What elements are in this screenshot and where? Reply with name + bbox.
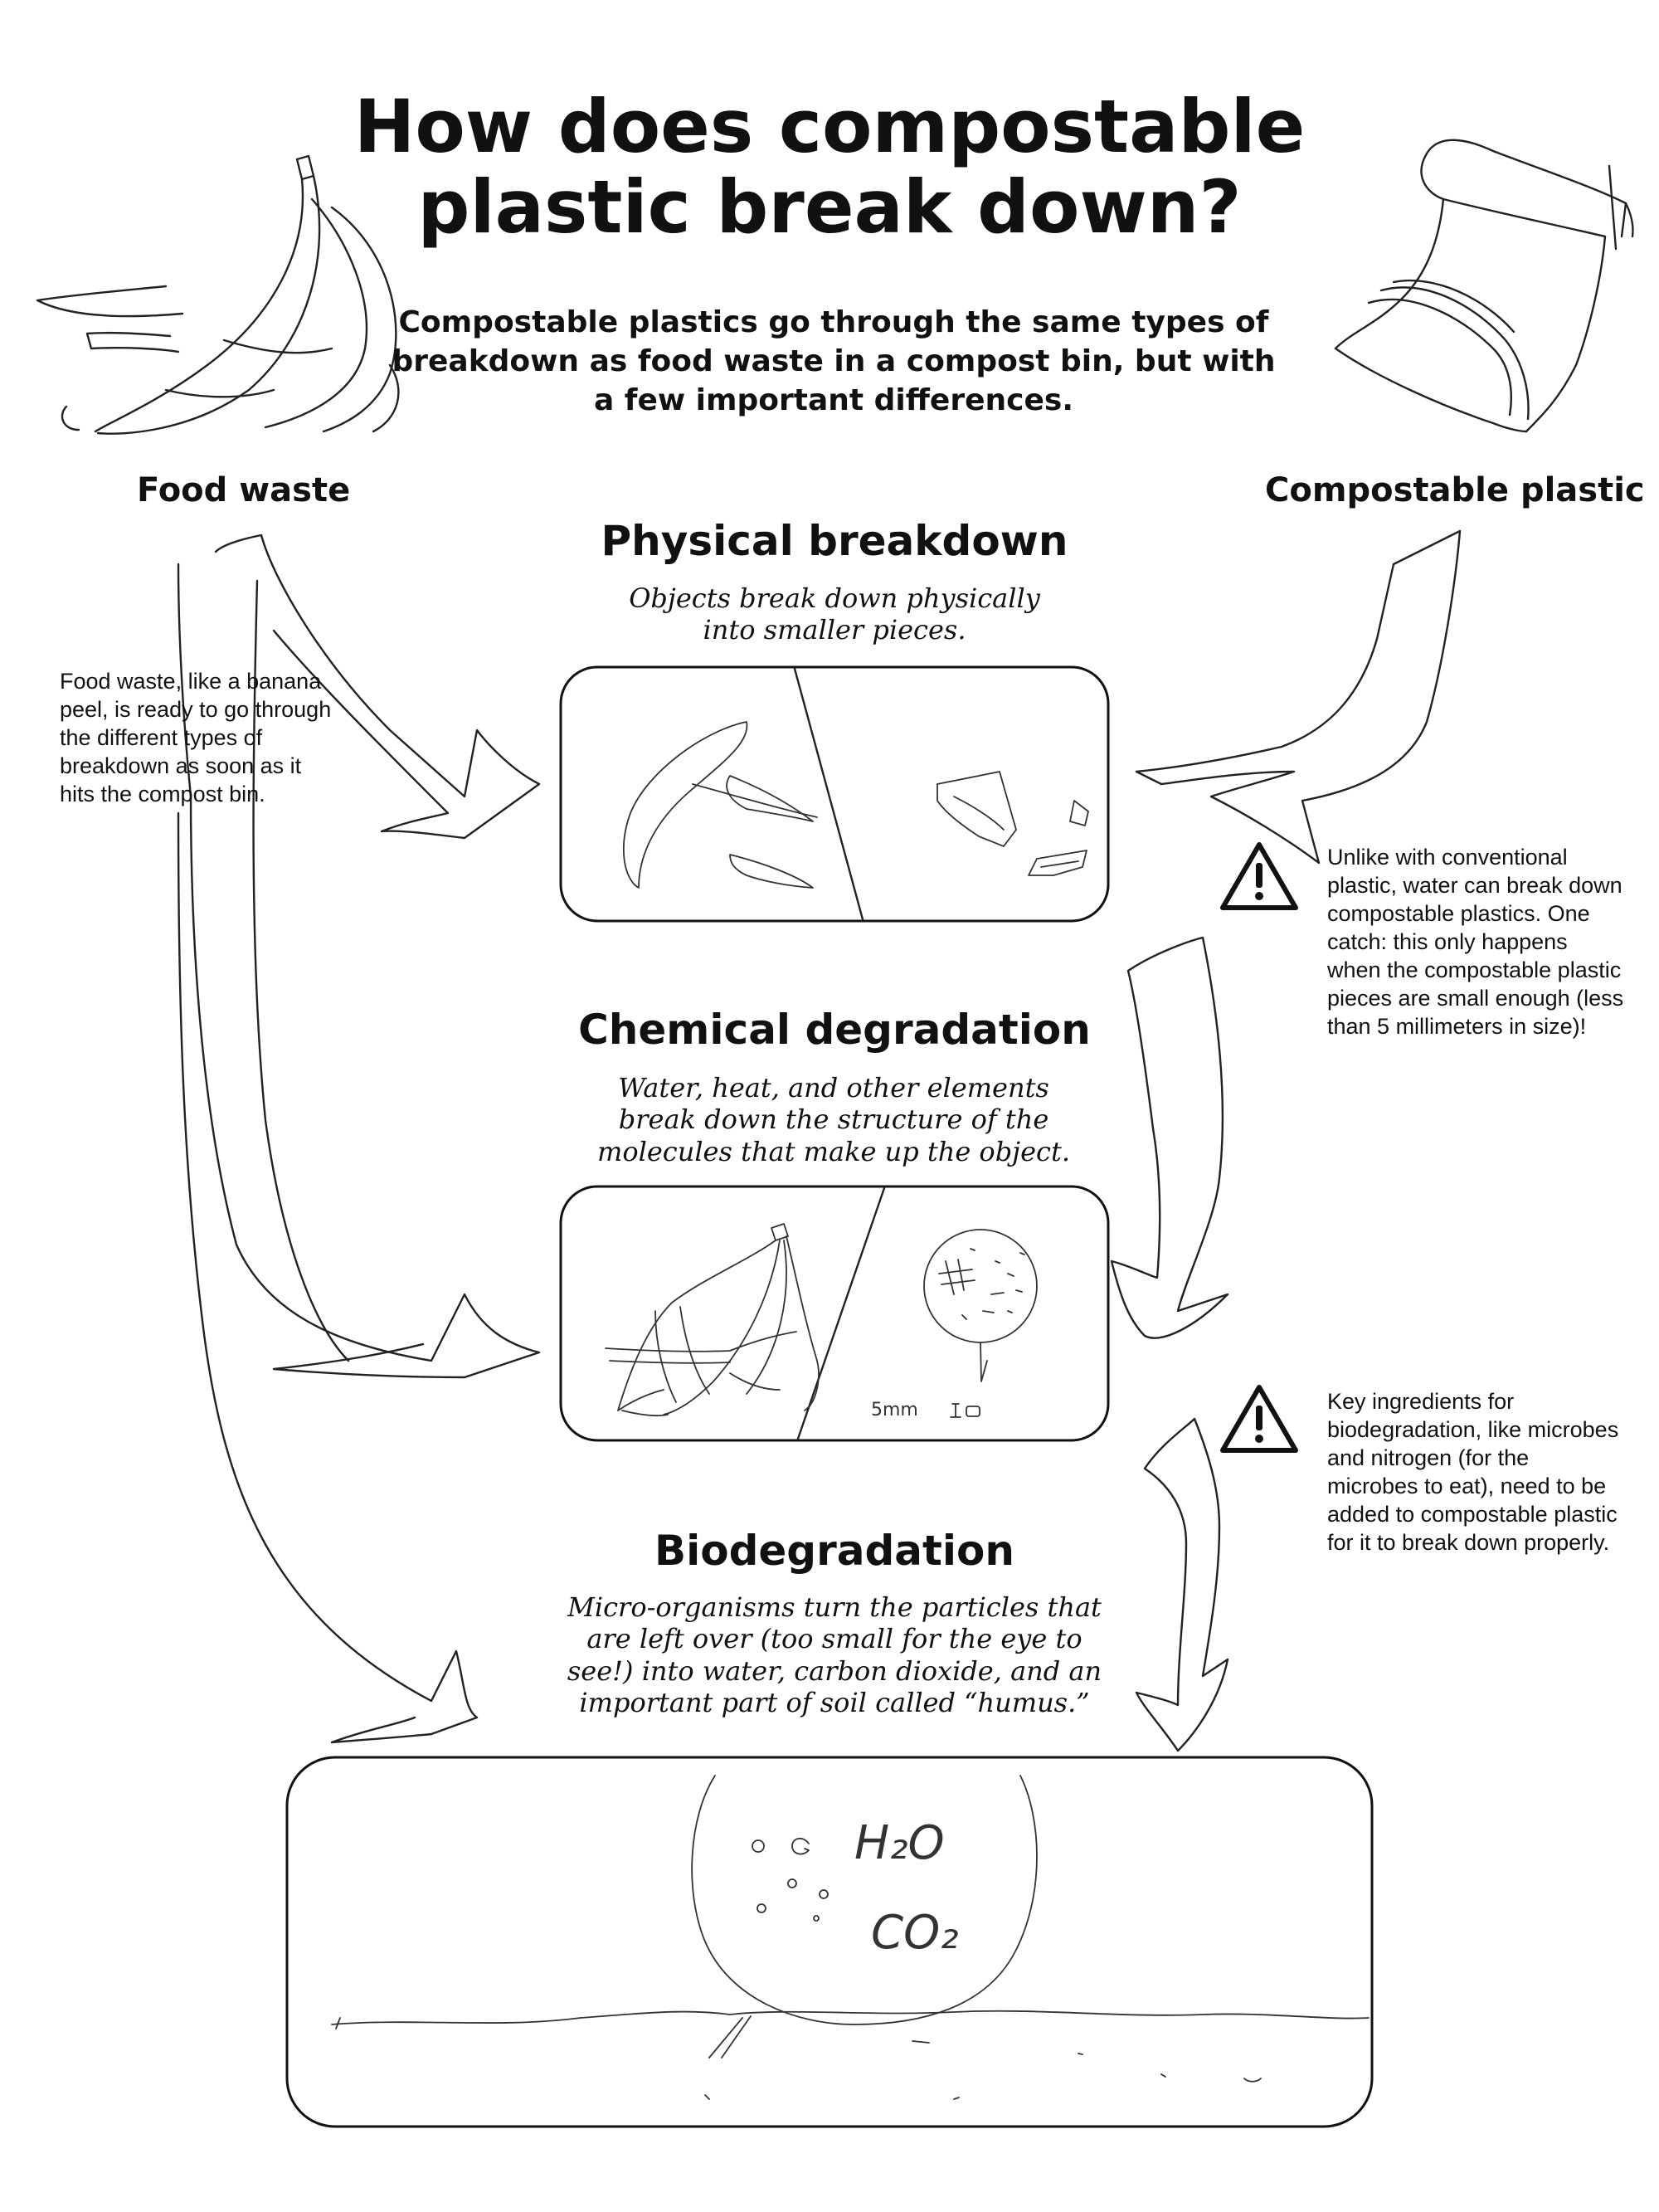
stage-heading-physical: Physical breakdown: [601, 517, 1068, 565]
physical-breakdown-panel: [559, 665, 1110, 923]
compostable-plastic-label: Compostable plastic: [1265, 471, 1645, 509]
stage-description-chemical: Water, heat, and other elements break do…: [597, 1072, 1070, 1167]
stage-heading-biodegradation: Biodegradation: [654, 1527, 1014, 1575]
stage-heading-chemical: Chemical degradation: [578, 1006, 1091, 1054]
banana-peel-icon: [36, 154, 400, 435]
h2o-label: H₂O: [854, 1816, 945, 1870]
plastic-bag-icon: [1334, 139, 1634, 433]
warning-icon: [1220, 842, 1298, 910]
warning-note-water: Unlike with conventional plastic, water …: [1327, 845, 1624, 1040]
chemical-degradation-panel: 5mm: [559, 1185, 1110, 1442]
magnified-particles-sketch: [923, 1229, 1038, 1418]
plastic-pieces-sketch: [937, 771, 1089, 876]
stage-description-biodegradation: Micro-organisms turn the particles that …: [567, 1591, 1102, 1719]
wet-banana-sketch: [605, 1223, 820, 1417]
size-marker-label: 5mm: [871, 1400, 918, 1420]
warning-note-ingredients: Key ingredients for biodegradation, like…: [1327, 1389, 1619, 1556]
compostable-plastic-flow-arrows: [1110, 529, 1462, 1752]
soil-surface-sketch: [331, 2010, 1370, 2100]
page-title: How does compostable plastic break down?: [353, 84, 1306, 250]
page-subtitle: Compostable plastics go through the same…: [392, 305, 1276, 417]
stage-description-physical: Objects break down physically into small…: [629, 582, 1040, 646]
food-waste-label: Food waste: [137, 471, 351, 509]
banana-pieces-sketch: [622, 721, 818, 889]
biodegradation-panel: H₂O CO₂: [285, 1756, 1374, 2128]
warning-icon: [1220, 1385, 1298, 1453]
magnified-soil-sketch: [691, 1775, 1038, 2059]
co2-label: CO₂: [871, 1906, 959, 1960]
food-waste-flow-arrows: [177, 534, 541, 1744]
food-waste-note: Food waste, like a banana peel, is ready…: [60, 669, 332, 807]
